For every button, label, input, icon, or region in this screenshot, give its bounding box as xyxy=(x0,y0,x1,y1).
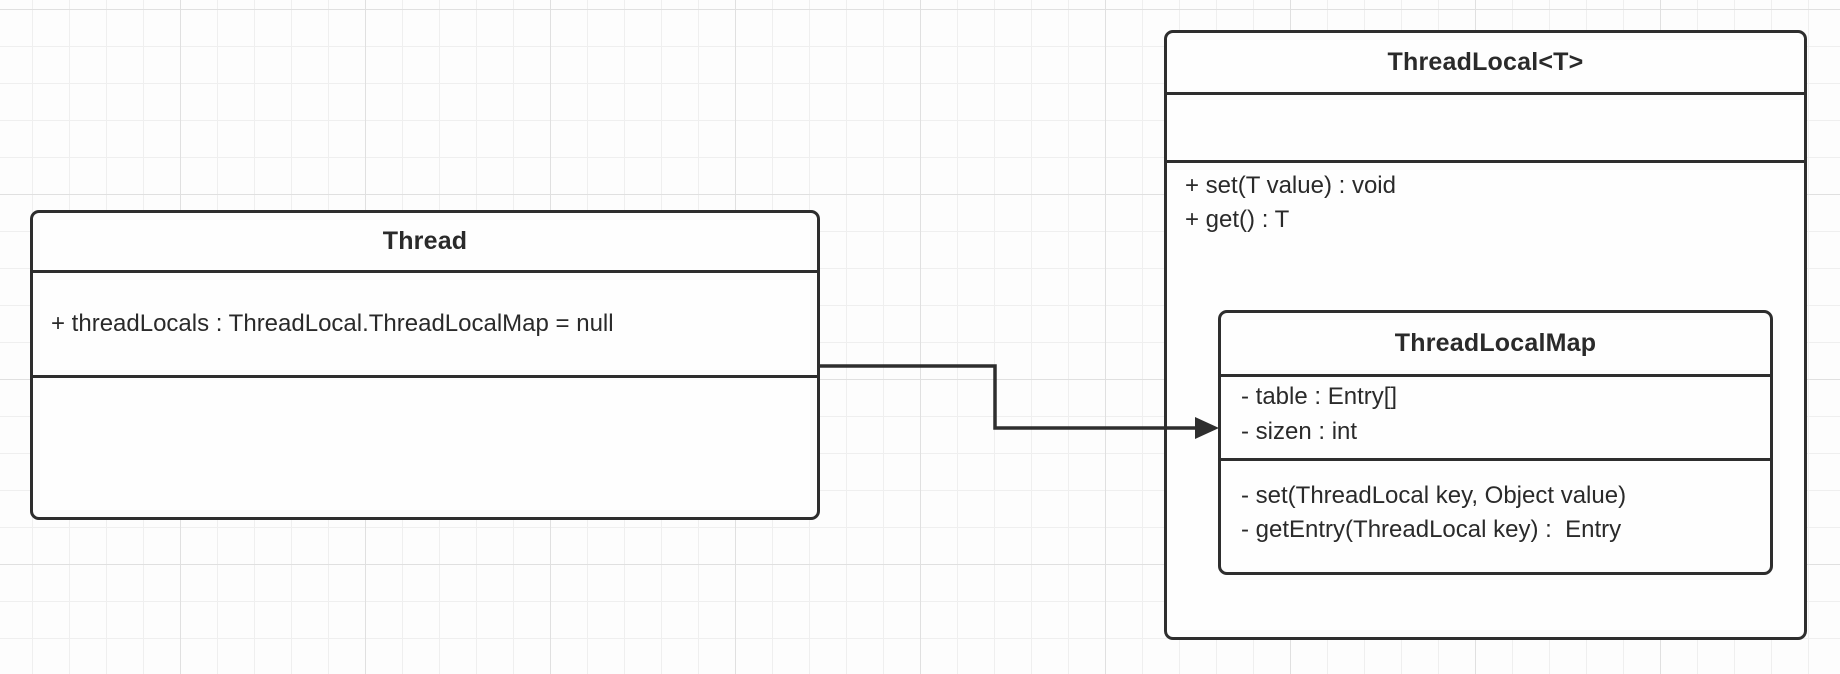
class-title-thread: Thread xyxy=(33,213,817,273)
threadlocalmap-attributes-compartment: - table : Entry[] - sizen : int xyxy=(1221,377,1770,461)
class-box-threadlocalmap: ThreadLocalMap - table : Entry[] - sizen… xyxy=(1218,310,1773,575)
class-box-thread: Thread + threadLocals : ThreadLocal.Thre… xyxy=(30,210,820,520)
threadlocal-methods-compartment: + set(T value) : void + get() : T xyxy=(1167,163,1804,637)
threadlocal-attributes-compartment-empty xyxy=(1167,95,1804,163)
threadlocal-method-get: + get() : T xyxy=(1185,206,1290,233)
threadlocal-method-set: + set(T value) : void xyxy=(1185,172,1396,199)
threadlocalmap-methods-compartment: - set(ThreadLocal key, Object value) - g… xyxy=(1221,461,1770,572)
threadlocalmap-attribute-table: - table : Entry[] xyxy=(1241,383,1398,410)
thread-methods-compartment-empty xyxy=(33,378,817,517)
threadlocalmap-method-set: - set(ThreadLocal key, Object value) xyxy=(1241,482,1627,509)
association-arrow-line xyxy=(820,364,1198,430)
class-title-threadlocalmap: ThreadLocalMap xyxy=(1221,313,1770,377)
thread-attributes-compartment: + threadLocals : ThreadLocal.ThreadLocal… xyxy=(33,273,817,378)
thread-attribute-threadlocals: + threadLocals : ThreadLocal.ThreadLocal… xyxy=(51,310,614,337)
threadlocalmap-method-getentry: - getEntry(ThreadLocal key) : Entry xyxy=(1241,516,1622,543)
threadlocalmap-attribute-sizen: - sizen : int xyxy=(1241,418,1358,445)
class-title-threadlocal: ThreadLocal<T> xyxy=(1167,33,1804,95)
